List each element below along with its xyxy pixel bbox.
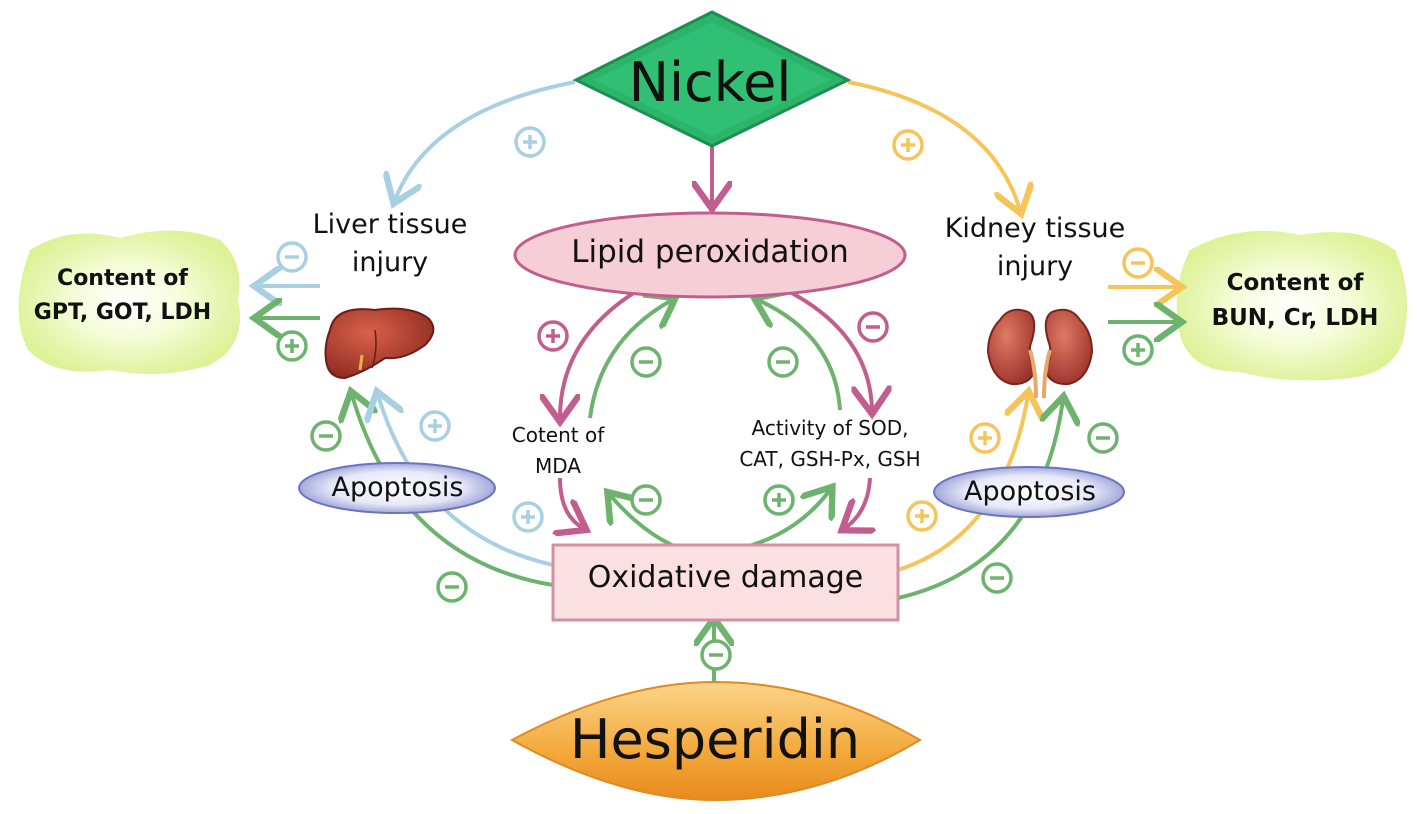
mda-to-oxid-arrow [560, 477, 583, 528]
plus-sign-18 [906, 500, 938, 532]
kidney-injury-label: Kidney tissue injury [944, 213, 1126, 282]
minus-sign-7 [630, 346, 662, 378]
oxid-to-antioxidant-arrow [751, 490, 830, 547]
sign-markers [276, 126, 1154, 671]
plus-sign-6 [537, 320, 569, 352]
antioxidant-activity-label: Activity of SOD, CAT, GSH-Px, GSH [739, 416, 921, 471]
hesperidin-label: Hesperidin [569, 708, 861, 771]
nickel-to-liver-arrow [395, 80, 576, 200]
kidney-content-label: Content of BUN, Cr, LDH [1211, 270, 1379, 331]
kidney-icon [986, 308, 1094, 399]
mda-label: Cotent of MDA [511, 423, 605, 478]
plus-sign-11 [419, 410, 451, 442]
liver-content-blob [18, 230, 241, 374]
oxidative-damage-node [551, 543, 900, 622]
plus-sign-3 [276, 330, 308, 362]
minus-sign-20 [700, 639, 732, 671]
apoptosis-left-label: Apoptosis [331, 472, 464, 503]
minus-sign-9 [857, 311, 889, 343]
minus-sign-17 [1087, 422, 1119, 454]
hesperidin-node [509, 680, 922, 802]
plus-sign-15 [763, 484, 795, 516]
minus-sign-2 [276, 241, 308, 273]
plus-sign-16 [969, 422, 1001, 454]
plus-sign-0 [514, 126, 546, 158]
apoptosis-right-label: Apoptosis [963, 476, 1096, 507]
liver-content-label: Content of GPT, GOT, LDH [33, 266, 212, 326]
minus-sign-10 [310, 420, 342, 452]
antioxidant-to-lipid-arrow [758, 300, 842, 411]
oxid-to-mda-arrow [610, 495, 673, 547]
minus-sign-8 [767, 346, 799, 378]
liver-icon [324, 307, 435, 380]
nickel-label: Nickel [628, 51, 792, 114]
plus-sign-5 [1122, 334, 1154, 366]
minus-sign-13 [436, 571, 468, 603]
lipid-to-antioxidant-arrow [789, 290, 872, 410]
minus-sign-4 [1122, 247, 1154, 279]
liver-injury-label: Liver tissue injury [312, 209, 468, 278]
lipid-peroxidation-label: Lipid peroxidation [571, 234, 849, 270]
minus-sign-14 [630, 484, 662, 516]
plus-sign-12 [512, 501, 544, 533]
kidney-content-blob [1176, 230, 1408, 381]
oxid-to-liver-green-arrow [352, 395, 554, 587]
nickel-to-kidney-arrow [847, 80, 1020, 210]
oxid-to-kidney-green-arrow [897, 400, 1063, 600]
minus-sign-19 [981, 562, 1013, 594]
antioxidant-to-oxid-arrow [845, 477, 870, 528]
lipid-peroxidation-node [513, 211, 907, 299]
lipid-to-mda-arrow [560, 290, 637, 418]
apoptosis-right-node [933, 466, 1125, 518]
oxidative-damage-label: Oxidative damage [587, 560, 864, 595]
plus-sign-1 [892, 129, 924, 161]
apoptosis-left-node [298, 462, 496, 514]
mda-to-lipid-arrow [588, 300, 672, 419]
